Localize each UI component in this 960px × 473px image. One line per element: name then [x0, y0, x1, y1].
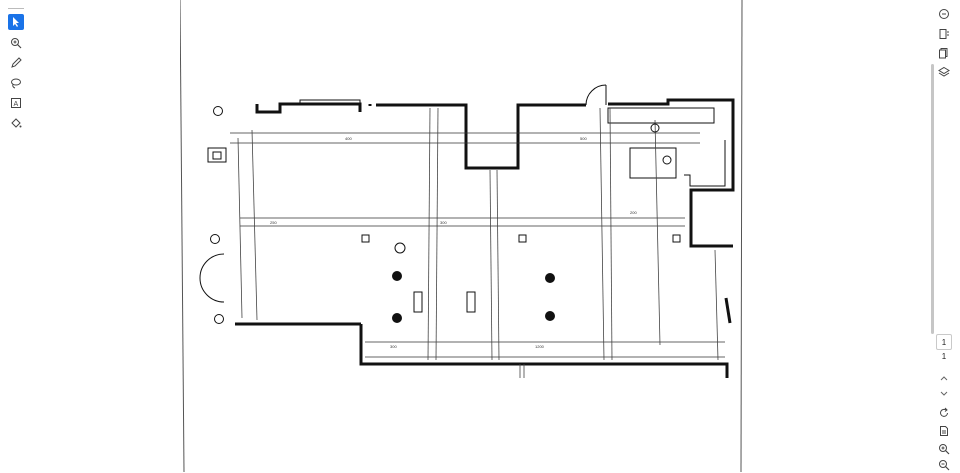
- dimension-label: 500: [580, 136, 587, 141]
- fill-bucket-icon: [11, 118, 22, 128]
- pages-icon: [939, 48, 948, 59]
- pen-icon: [11, 57, 22, 68]
- previous-page-button[interactable]: [936, 370, 952, 386]
- dimension-label: 300: [390, 344, 397, 349]
- zoom-out-button[interactable]: [936, 457, 952, 473]
- select-tool-button[interactable]: [8, 14, 24, 30]
- pages-button[interactable]: [936, 45, 952, 61]
- fill-tool-button[interactable]: [8, 115, 24, 131]
- next-page-button[interactable]: [936, 386, 952, 402]
- right-toolbar: 1 1: [928, 0, 960, 472]
- lasso-tool-button[interactable]: [8, 75, 24, 91]
- document-properties-icon: [940, 426, 948, 436]
- dimension-label: 250: [270, 220, 277, 225]
- zoom-in-icon: [939, 444, 950, 455]
- cursor-arrow-icon: [13, 17, 19, 27]
- dimension-label: 1200: [535, 344, 545, 349]
- layers-icon: [938, 66, 950, 77]
- rotate-button[interactable]: [936, 405, 952, 421]
- chevron-up-icon: [940, 376, 948, 381]
- current-page-input[interactable]: 1: [936, 334, 952, 350]
- chevron-down-icon: [940, 391, 948, 396]
- document-viewer[interactable]: 400 300 500 250 200 1200 300: [32, 0, 928, 472]
- vertical-scrollbar[interactable]: [931, 64, 934, 334]
- total-pages-label: 1: [941, 352, 947, 361]
- dimension-label: 400: [345, 136, 352, 141]
- lasso-icon: [11, 78, 21, 89]
- toolbar-separator: [8, 8, 24, 9]
- left-toolbar: A: [0, 0, 32, 472]
- floor-plan-drawing: 400 300 500 250 200 1200 300: [180, 0, 743, 472]
- dimension-label: 200: [630, 210, 637, 215]
- svg-text:A: A: [14, 101, 19, 108]
- layers-button[interactable]: [936, 64, 952, 80]
- pen-tool-button[interactable]: [8, 55, 24, 71]
- rotate-icon: [940, 407, 948, 417]
- zoom-in-icon: [11, 38, 22, 49]
- text-box-tool-button[interactable]: A: [8, 95, 24, 111]
- document-page: 400 300 500 250 200 1200 300: [180, 0, 744, 472]
- dimension-label: 300: [440, 220, 447, 225]
- zoom-in-button[interactable]: [936, 441, 952, 457]
- comment-icon: [939, 9, 949, 19]
- zoom-tool-button[interactable]: [8, 35, 24, 51]
- bookmark-button[interactable]: [936, 26, 952, 42]
- zoom-out-icon: [939, 460, 950, 471]
- text-box-icon: A: [11, 98, 21, 108]
- comment-button[interactable]: [936, 6, 952, 22]
- document-properties-button[interactable]: [936, 423, 952, 439]
- bookmark-icon: [939, 29, 949, 39]
